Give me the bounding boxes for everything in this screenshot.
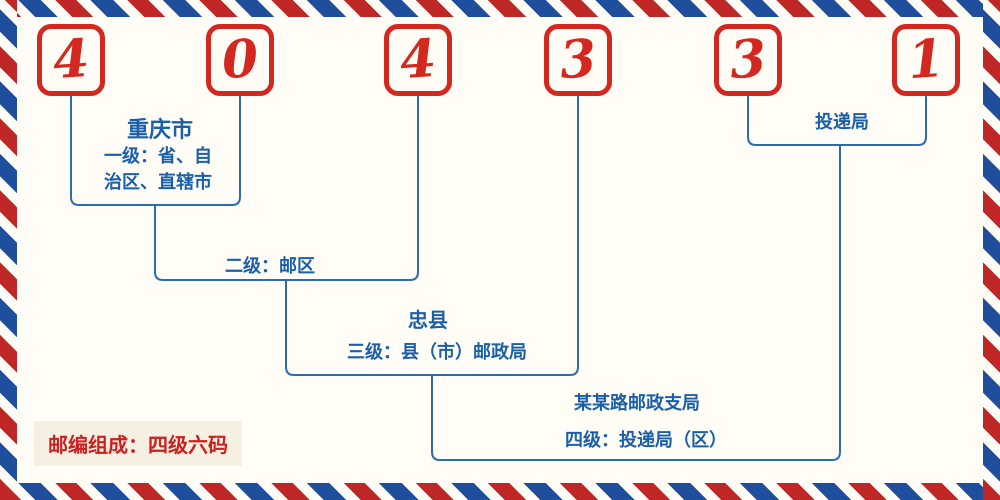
bracket-level3 bbox=[285, 95, 579, 376]
digit-box-4: 3 bbox=[544, 24, 612, 96]
level4-branch-label: 某某路邮政支局 bbox=[574, 393, 700, 414]
digit-box-2: 0 bbox=[206, 24, 274, 96]
digit-box-5: 3 bbox=[714, 24, 782, 96]
level3-desc-label: 三级：县（市）邮政局 bbox=[347, 342, 527, 363]
airmail-border-bottom bbox=[0, 483, 1000, 500]
level3-region-label: 忠县 bbox=[408, 308, 448, 332]
digit-3: 4 bbox=[397, 27, 439, 92]
airmail-border-top bbox=[0, 0, 1000, 17]
digit-5: 3 bbox=[727, 27, 769, 92]
digit-6: 1 bbox=[905, 27, 947, 92]
airmail-border-left bbox=[0, 0, 17, 500]
digit-box-3: 4 bbox=[384, 24, 452, 96]
level1-region-label: 重庆市 bbox=[126, 118, 194, 143]
composition-note: 邮编组成：四级六码 bbox=[34, 421, 242, 466]
digit-box-1: 4 bbox=[37, 24, 105, 96]
level2-desc-label: 二级：邮区 bbox=[225, 256, 315, 277]
digit-4: 3 bbox=[557, 27, 599, 92]
airmail-border-right bbox=[983, 0, 1000, 500]
digit-box-6: 1 bbox=[892, 24, 960, 96]
digit-2: 0 bbox=[219, 27, 261, 92]
level4-desc-label: 四级：投递局（区） bbox=[565, 430, 727, 451]
level1-desc-line1: 一级：省、自 bbox=[104, 146, 212, 167]
level4-office-label: 投递局 bbox=[815, 112, 869, 133]
level1-desc-label: 一级：省、自 治区、直辖市 bbox=[78, 144, 238, 196]
level1-desc-line2: 治区、直辖市 bbox=[104, 172, 212, 194]
digit-1: 4 bbox=[50, 27, 92, 92]
